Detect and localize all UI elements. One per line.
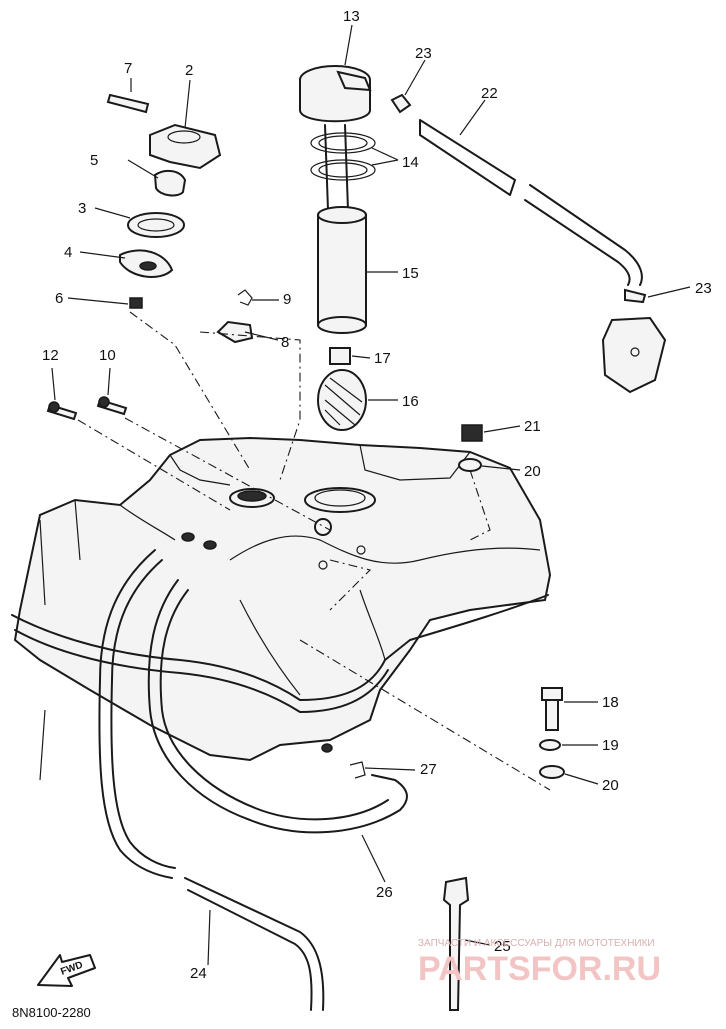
callout-3: 3 <box>78 200 86 217</box>
callout-6: 6 <box>55 290 63 307</box>
callout-23-right: 23 <box>695 280 712 297</box>
callout-7: 7 <box>124 60 132 77</box>
callout-21: 21 <box>524 418 541 435</box>
callout-4: 4 <box>64 244 72 261</box>
callout-12: 12 <box>42 347 59 364</box>
callout-14: 14 <box>402 154 419 171</box>
callout-20-upper: 20 <box>524 463 541 480</box>
hardware <box>46 93 667 1011</box>
callout-numbers: 7 2 5 3 4 6 9 8 10 12 13 14 15 16 17 18 … <box>42 8 712 982</box>
callout-5: 5 <box>90 152 98 169</box>
watermark-tagline: ЗАПЧАСТИ И АКСЕССУАРЫ ДЛЯ МОТОТЕХНИКИ <box>418 938 655 949</box>
fuel-tank <box>11 436 552 762</box>
callout-23-top: 23 <box>415 45 432 62</box>
reference-lines <box>39 311 551 791</box>
callout-24: 24 <box>190 965 207 982</box>
callout-17: 17 <box>374 350 391 367</box>
drawing-code: 8N8100-2280 <box>12 1005 91 1020</box>
watermark-logo: PARTSFOR.RU <box>418 950 661 988</box>
callout-19: 19 <box>602 737 619 754</box>
fwd-arrow: FWD <box>37 954 96 987</box>
callout-15: 15 <box>402 265 419 282</box>
hose-26 <box>147 579 408 834</box>
callout-20-lower: 20 <box>602 777 619 794</box>
leader-lines <box>51 24 691 966</box>
callout-2: 2 <box>185 62 193 79</box>
callout-27: 27 <box>420 761 437 778</box>
callout-8: 8 <box>281 334 289 351</box>
hose-22 <box>419 119 643 286</box>
fuel-pump-assembly <box>299 65 376 431</box>
callout-9: 9 <box>283 291 291 308</box>
callout-13: 13 <box>343 8 360 25</box>
callout-10: 10 <box>99 347 116 364</box>
callout-18: 18 <box>602 694 619 711</box>
callout-16: 16 <box>402 393 419 410</box>
fuel-cap-parts <box>106 93 222 309</box>
hose-24 <box>98 549 325 1011</box>
callout-25: 25 <box>494 938 511 955</box>
callout-22: 22 <box>481 85 498 102</box>
callout-26: 26 <box>376 884 393 901</box>
